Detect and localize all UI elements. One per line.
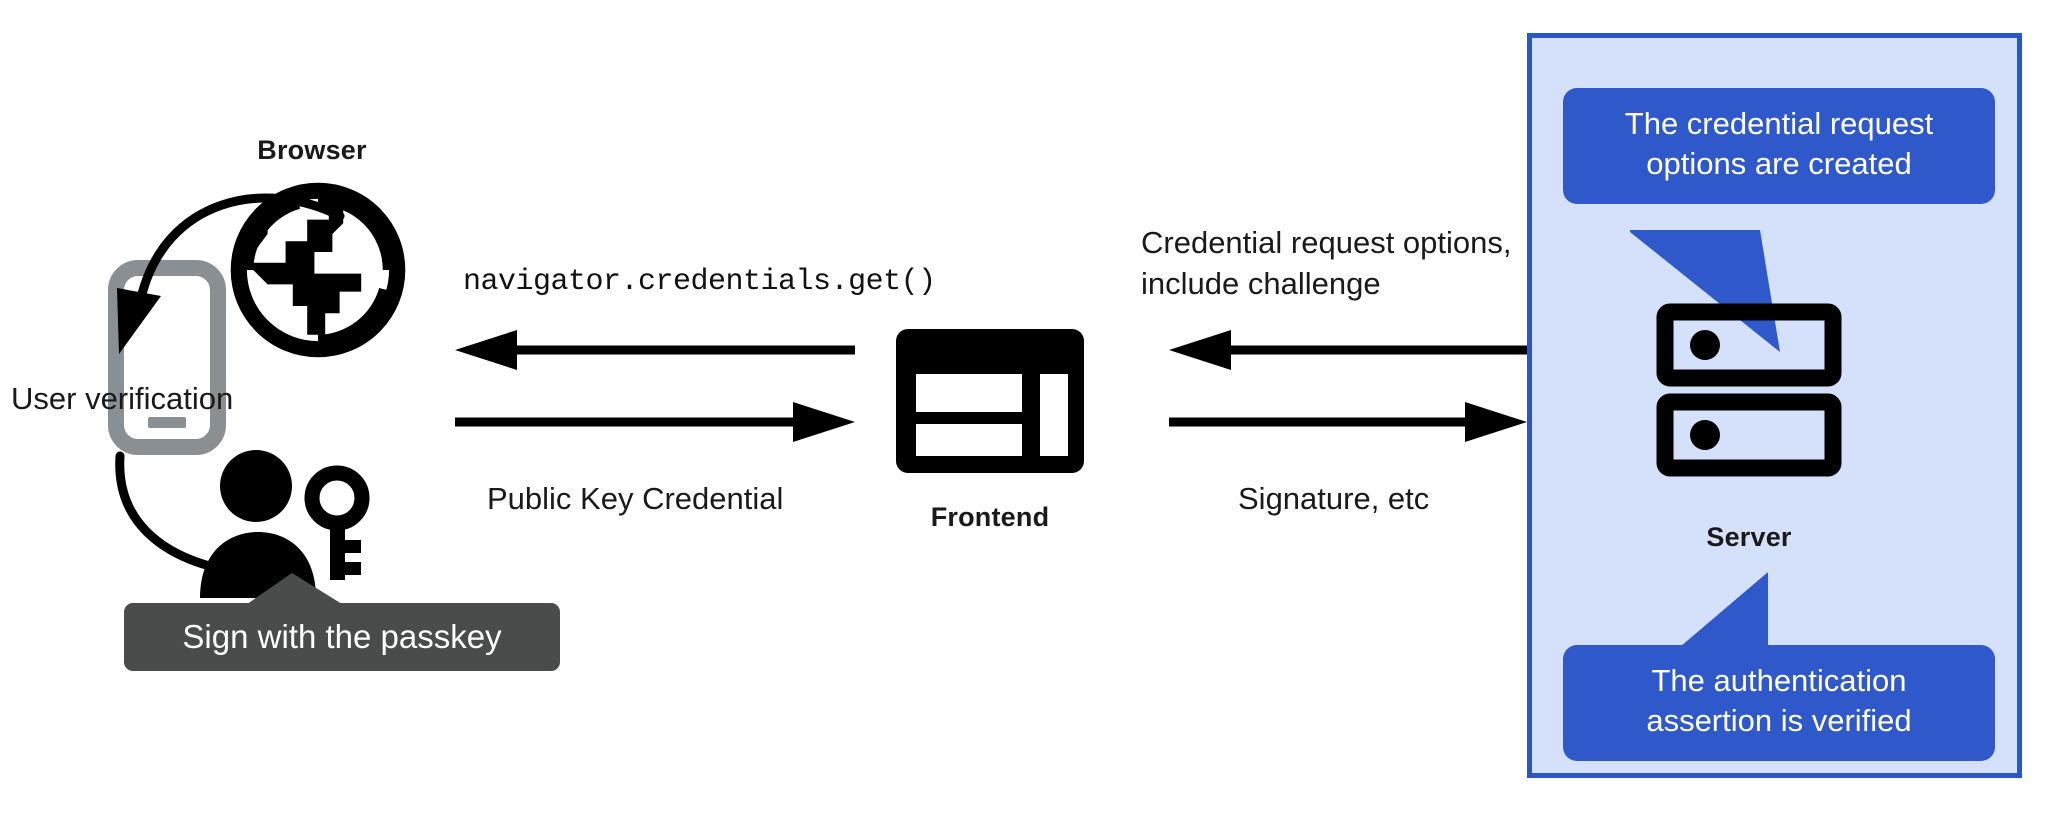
server-racks-icon [1656, 303, 1842, 477]
callout-authentication-assertion-verified: The authentication assertion is verified [1563, 645, 1995, 761]
server-label: Server [1706, 522, 1792, 552]
arrow-frontend-to-browser [455, 330, 855, 370]
arrow-browser-to-frontend [455, 402, 855, 442]
callout-credential-request-options: The credential request options are creat… [1563, 88, 1995, 204]
mobile-phone-icon [108, 260, 226, 455]
browser-label: Browser [257, 135, 367, 165]
arrow-browser-to-phone [117, 193, 345, 354]
user-verification-label: User verification [11, 381, 234, 416]
credential-request-options-label: Credential request options, include chal… [1141, 225, 1512, 302]
callout-top-tail [1630, 230, 1780, 352]
navigator-credentials-get-label: navigator.credentials.get() [463, 265, 936, 299]
signature-etc-label: Signature, etc [1238, 481, 1430, 516]
frontend-window-icon [896, 329, 1084, 473]
public-key-credential-label: Public Key Credential [487, 481, 784, 516]
tooltip-tail [240, 573, 350, 609]
frontend-label: Frontend [930, 502, 1050, 532]
arrow-frontend-to-server [1169, 402, 1527, 442]
arrow-server-to-frontend [1169, 330, 1527, 370]
tooltip-sign-with-passkey: Sign with the passkey [124, 603, 560, 671]
globe-icon [230, 182, 406, 358]
